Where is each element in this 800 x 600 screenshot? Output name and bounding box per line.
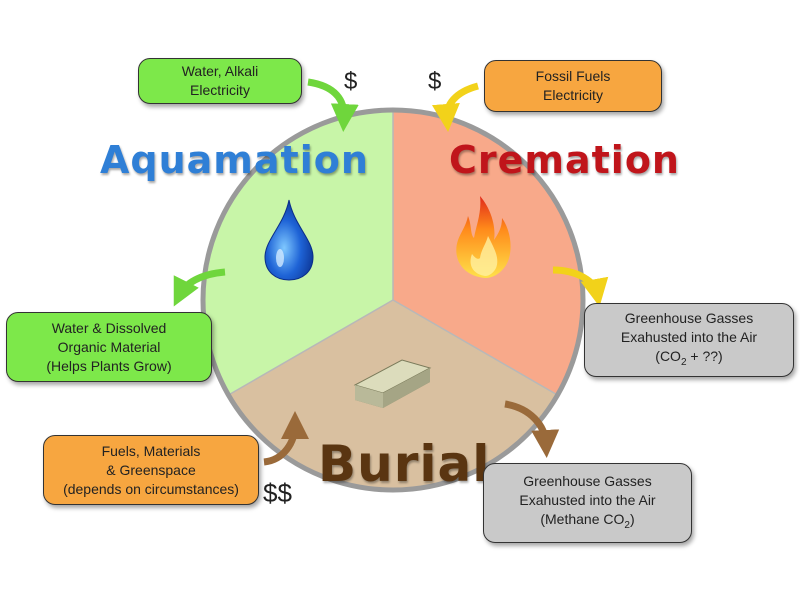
input-cremation-line2: Electricity: [543, 87, 603, 103]
output-burial-line3-pre: (Methane CO: [540, 510, 625, 527]
sector-divider: [228, 299, 394, 396]
output-burial-line1: Greenhouse Gasses: [523, 472, 652, 489]
input-burial-line2: & Greenspace: [106, 461, 196, 478]
arrow-output-cremation: [552, 266, 609, 307]
cost-burial: $$: [263, 478, 292, 508]
input-burial-line1: Fuels, Materials: [101, 442, 201, 459]
cost-aquamation: $: [344, 68, 358, 95]
cost-cremation: $: [428, 68, 442, 95]
arrow-input-burial: [263, 411, 309, 466]
output-box-cremation: Greenhouse Gasses Exahusted into the Air…: [584, 303, 794, 377]
output-cremation-line3: (CO2 + ??): [655, 347, 722, 372]
output-box-burial: Greenhouse Gasses Exahusted into the Air…: [483, 463, 692, 543]
coffin-icon: [353, 359, 432, 408]
arrow-output-burial: [504, 400, 560, 458]
input-box-cremation: Fossil Fuels Electricity: [484, 60, 662, 112]
output-aquamation-line2: Organic Material: [57, 338, 161, 355]
output-cremation-line2: Exahusted into the Air: [620, 328, 758, 345]
output-burial-line3-post: ): [629, 510, 635, 527]
output-burial-line2: Exahusted into the Air: [519, 491, 656, 508]
input-burial-line3: (depends on circumstances): [63, 480, 239, 497]
title-cremation: Cremation: [449, 138, 680, 182]
output-burial-line3: (Methane CO2): [540, 510, 634, 535]
output-cremation-line3-sub: 2: [680, 356, 687, 368]
output-cremation-line1: Greenhouse Gasses: [624, 309, 754, 326]
arrow-input-cremation: [431, 82, 480, 132]
sector-divider: [392, 299, 558, 396]
input-aquamation-line1: Water, Alkali: [181, 63, 259, 79]
output-cremation-line3-pre: (CO: [655, 347, 681, 364]
output-aquamation-line3: (Helps Plants Grow): [46, 357, 172, 374]
input-cremation-line1: Fossil Fuels: [535, 68, 611, 84]
output-cremation-line3-post: + ??): [686, 347, 723, 364]
input-box-aquamation: Water, Alkali Electricity: [138, 58, 302, 104]
title-burial: Burial: [318, 435, 491, 493]
input-box-burial: Fuels, Materials & Greenspace (depends o…: [43, 435, 259, 505]
input-aquamation-line2: Electricity: [190, 82, 250, 98]
arrow-output-aquamation: [173, 268, 226, 307]
water-drop-icon: [264, 199, 314, 281]
output-burial-line3-sub: 2: [624, 519, 630, 531]
output-aquamation-line1: Water & Dissolved: [51, 319, 167, 336]
output-box-aquamation: Water & Dissolved Organic Material (Help…: [6, 312, 212, 382]
arrow-input-aquamation: [307, 78, 359, 132]
flame-icon: [456, 196, 511, 278]
title-aquamation: Aquamation: [100, 138, 369, 182]
